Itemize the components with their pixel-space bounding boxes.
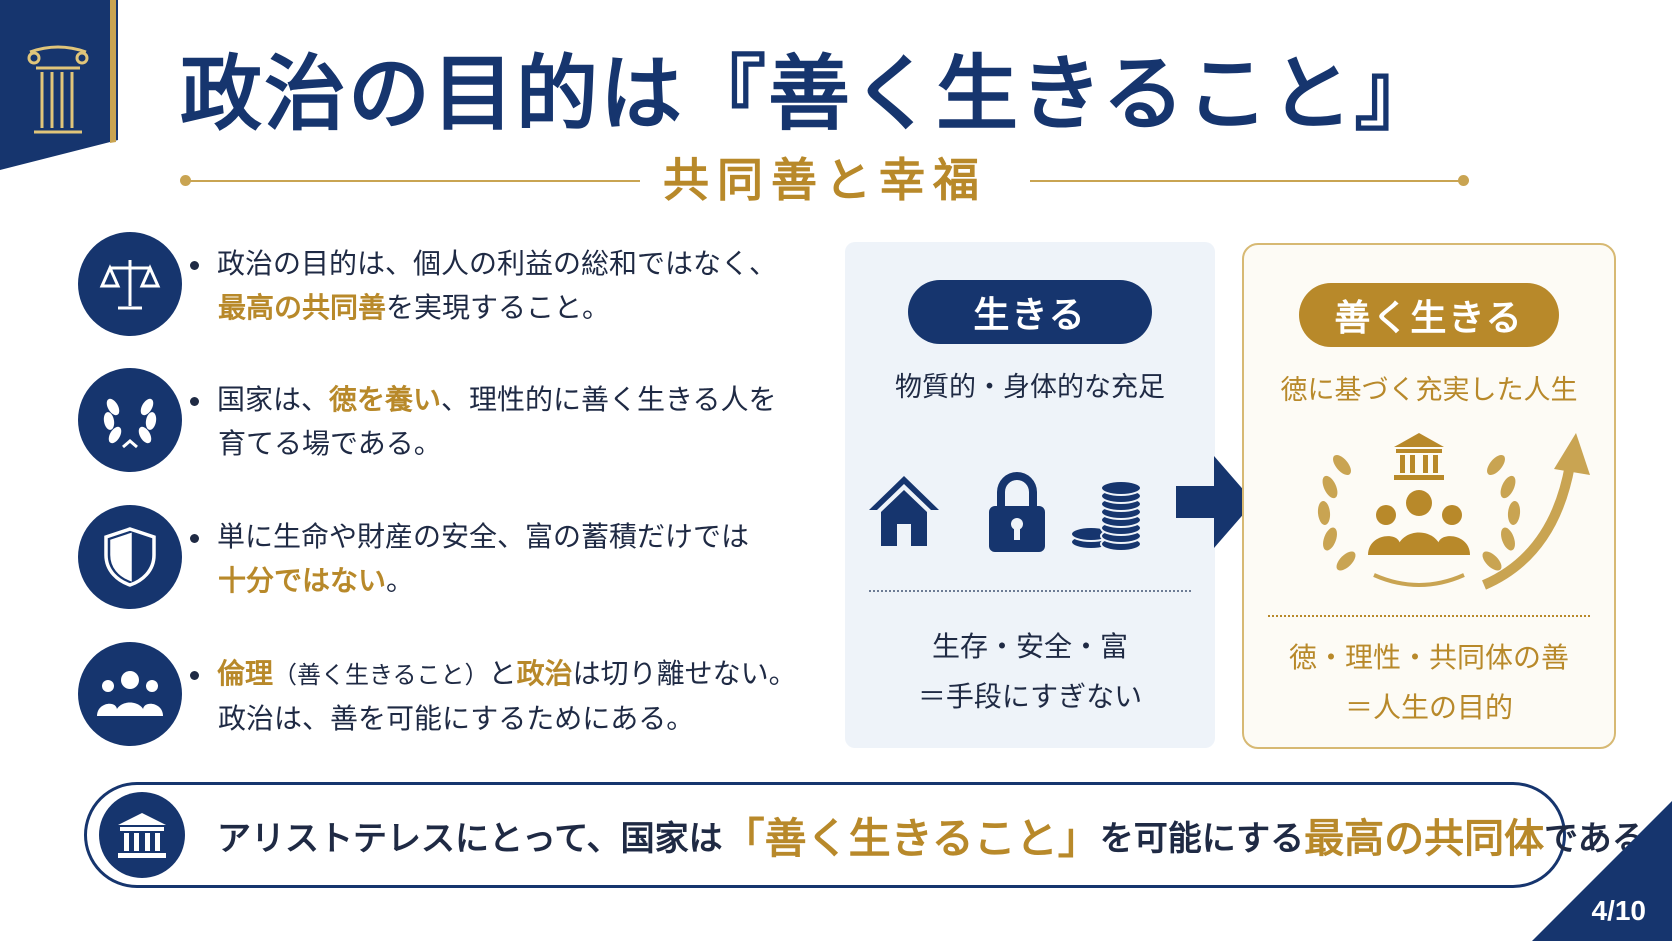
panel-living-subtitle: 物質的・身体的な充足 bbox=[895, 372, 1165, 403]
people-icon bbox=[1368, 490, 1470, 555]
bullet-item: 倫理（善く生きること）と政治は切り離せない。 政治は、善を可能にするためにある。 bbox=[78, 642, 838, 752]
divider-dot-left bbox=[180, 175, 191, 186]
panel-living: 生きる 物質的・身体的な充足 生存・安全・富 ＝手段にすぎない bbox=[845, 242, 1215, 748]
label-living-well: 善く生きる bbox=[1299, 283, 1559, 347]
rising-arrow-icon bbox=[1481, 433, 1590, 590]
subtitle-row: 共同善と幸福 bbox=[180, 150, 1470, 210]
bullet-text: と bbox=[488, 657, 517, 690]
page-number: 4/10 bbox=[1591, 895, 1647, 926]
label-living: 生きる bbox=[908, 280, 1152, 344]
bullet-item: 政治の目的は、個人の利益の総和ではなく、 最高の共同善を実現すること。 bbox=[78, 232, 838, 342]
bullet-text: 育てる場である。 bbox=[218, 427, 442, 460]
right-arrow-icon bbox=[1176, 456, 1254, 548]
shield-icon bbox=[78, 505, 182, 609]
panel-living-well-foot-2: ＝人生の目的 bbox=[1344, 691, 1513, 724]
bullet-highlight: 徳を養い bbox=[329, 383, 442, 416]
temple-icon bbox=[99, 792, 185, 878]
bullet-text: を実現すること。 bbox=[386, 291, 611, 324]
people-icon bbox=[78, 642, 182, 746]
banner-highlight: 最高の共同体 bbox=[1304, 816, 1545, 862]
lock-icon bbox=[989, 472, 1045, 552]
banner-highlight: 「善く生きること」 bbox=[722, 813, 1100, 863]
banner-text: アリストテレスにとって、国家は bbox=[217, 818, 723, 859]
bullet-text: 。 bbox=[386, 564, 415, 597]
bullet-item: 単に生命や財産の安全、富の蓄積だけでは 十分ではない。 bbox=[78, 505, 838, 615]
scales-icon bbox=[78, 232, 182, 336]
conclusion-banner: アリストテレスにとって、国家は「善く生きること」を可能にする最高の共同体である。 bbox=[84, 782, 1672, 888]
divider-line-right bbox=[1030, 180, 1460, 182]
panel-living-foot-1: 生存・安全・富 bbox=[931, 630, 1128, 663]
bullet-text: 政治は、善を可能にするためにある。 bbox=[218, 702, 695, 735]
bullet-highlight: 最高の共同善 bbox=[218, 291, 387, 324]
house-icon bbox=[869, 476, 939, 546]
bullet-text: 国家は、 bbox=[217, 383, 330, 416]
panel-living-well-foot-1: 徳・理性・共同体の善 bbox=[1288, 641, 1569, 674]
virtue-illustration bbox=[1317, 433, 1590, 590]
bullet-text: 政治の目的は、個人の利益の総和ではなく、 bbox=[217, 247, 778, 280]
temple-icon bbox=[1394, 433, 1444, 480]
bullet-highlight: 倫理 bbox=[217, 657, 274, 690]
corner-decoration-bottom-right bbox=[1532, 801, 1672, 941]
panel-living-well-subtitle: 徳に基づく充実した人生 bbox=[1280, 375, 1578, 406]
panel-living-foot-2: ＝手段にすぎない bbox=[917, 680, 1143, 713]
dotted-divider bbox=[1268, 615, 1590, 617]
bullet-text: 単に生命や財産の安全、富の蓄積だけでは bbox=[217, 520, 750, 553]
divider-line-left bbox=[190, 180, 640, 182]
bullet-highlight: 政治 bbox=[516, 657, 573, 690]
page-title: 政治の目的は『善く生きること』 bbox=[180, 47, 1439, 142]
page-subtitle: 共同善と幸福 bbox=[663, 153, 987, 207]
column-icon bbox=[27, 45, 89, 134]
bullet-text: （善く生きること） bbox=[273, 661, 489, 689]
bullet-highlight: 十分ではない bbox=[218, 564, 387, 597]
corner-decoration-top-left bbox=[0, 0, 118, 170]
laurel-wreath-icon bbox=[78, 368, 182, 472]
panel-living-well: 善く生きる 徳に基づく充実した人生 bbox=[1242, 243, 1616, 749]
laurel-icon bbox=[1317, 455, 1521, 587]
banner-text: を可能にする bbox=[1099, 818, 1305, 859]
divider-dot-right bbox=[1458, 175, 1469, 186]
bullet-item: 国家は、徳を養い、理性的に善く生きる人を 育てる場である。 bbox=[78, 368, 838, 478]
dotted-divider bbox=[869, 590, 1191, 592]
bullet-text: 、理性的に善く生きる人を bbox=[441, 383, 777, 416]
coins-icon bbox=[1070, 480, 1142, 552]
bullet-text: は切り離せない。 bbox=[572, 657, 797, 690]
icons-row bbox=[869, 472, 1142, 552]
